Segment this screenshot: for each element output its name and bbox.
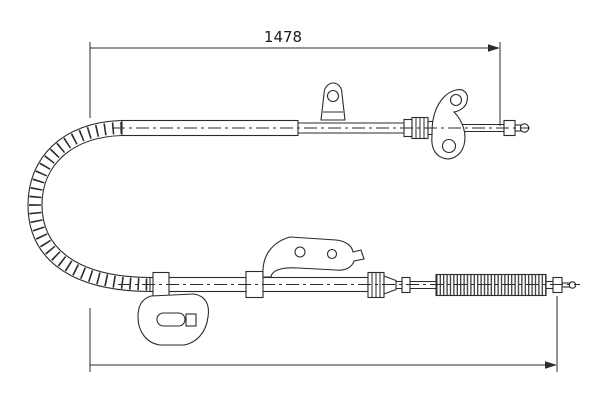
mounting-hole-lower: [441, 138, 457, 154]
mid-bracket-strap: [262, 236, 365, 278]
coil-spring-section: [435, 273, 547, 297]
mid-bracket: [245, 236, 365, 299]
lower-rod-collar: [401, 276, 411, 294]
dimension-arrow-right: [488, 44, 500, 52]
lower-right-assembly: [367, 271, 577, 299]
bottom-dimension: [89, 296, 558, 372]
conduit-outer-edge: [27, 119, 151, 293]
conduit-curve: [27, 119, 151, 293]
mounting-bracket-top-right: [431, 89, 468, 160]
taper-cone: [383, 275, 397, 295]
dimension-arrow-right: [545, 361, 557, 369]
mid-bracket-hole-right: [326, 248, 338, 260]
conduit-inner-edge: [41, 134, 151, 279]
mounting-bracket-body: [431, 89, 468, 160]
tab-bracket-hole: [326, 89, 340, 103]
end-sleeve: [552, 276, 563, 294]
bottom-left-bracket: [137, 293, 210, 346]
conduit-hatching: [28, 122, 151, 291]
dimension-label: 1478: [264, 28, 302, 46]
centerlines: [112, 127, 580, 285]
bottom-bracket-slot: [156, 312, 186, 327]
mounting-hole-upper: [449, 93, 463, 107]
mid-bracket-hole-left: [294, 246, 306, 258]
top-dimension: 1478: [89, 28, 501, 126]
tab-bracket-top: [320, 82, 346, 121]
end-pin-cap: [568, 281, 577, 289]
bottom-bracket-notch: [185, 313, 197, 327]
